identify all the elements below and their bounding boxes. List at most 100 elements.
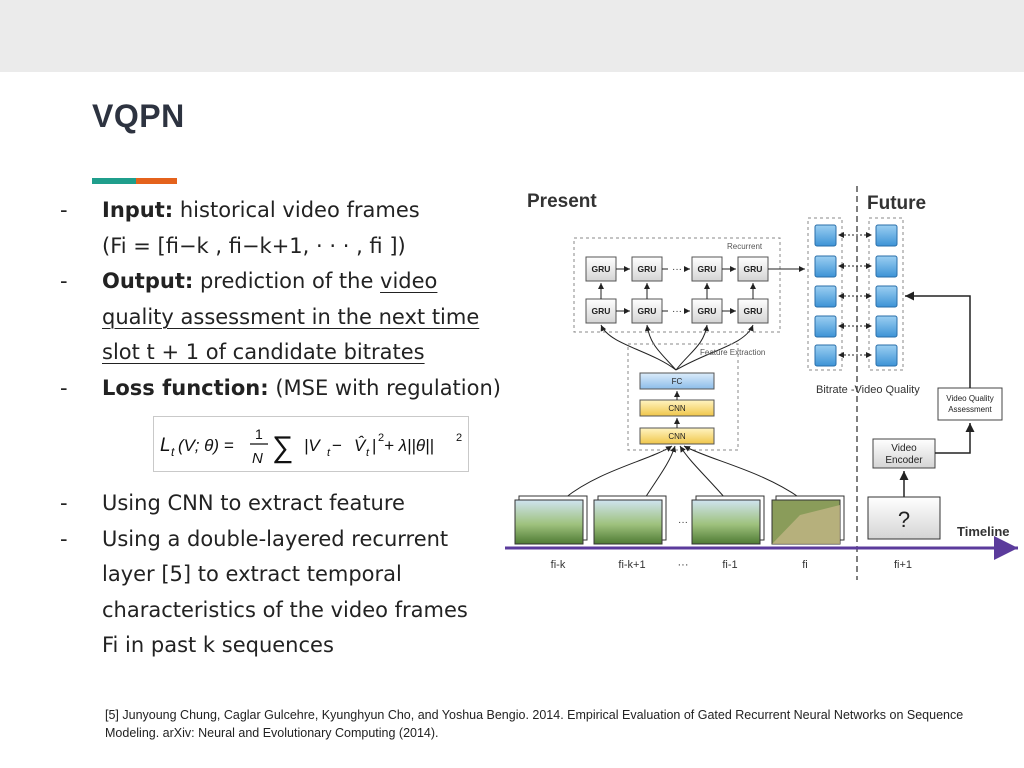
frame-label: fi+1 xyxy=(894,559,912,571)
gru-ellipsis: ··· xyxy=(672,264,682,275)
slide-title: VQPN xyxy=(92,98,185,134)
frame-label: fi xyxy=(802,559,808,571)
loss-formula: L t (V; θ) = 1 N ∑ |V t − V̂ t | 2 + λ||… xyxy=(153,416,469,472)
future-frame-question: ? xyxy=(898,507,910,532)
video-frame xyxy=(593,499,663,545)
bullet-list-bottom: - Using CNN to extract feature - Using a… xyxy=(60,486,520,664)
encoder-label-line1: Video xyxy=(891,443,917,454)
vqpn-architecture-diagram: Present Future Recurrent GRU GRU GRU GRU… xyxy=(505,180,1024,580)
citation-footnote: [5] Junyoung Chung, Caglar Gulcehre, Kyu… xyxy=(105,708,964,740)
bullet-label: Output: xyxy=(102,269,194,293)
cnn-label: CNN xyxy=(668,404,686,413)
bullet-text: Using CNN to extract feature xyxy=(102,491,405,515)
frame-stack xyxy=(514,495,588,545)
recurrent-label: Recurrent xyxy=(727,242,763,251)
bullet-text: historical video frames xyxy=(179,198,420,222)
formula-vhat-sub: t xyxy=(366,447,370,459)
formula-vhat: V̂ xyxy=(354,435,367,455)
frame-label: fi-k+1 xyxy=(618,559,645,571)
vqa-label-line2: Assessment xyxy=(948,405,992,414)
bullet-text: (MSE with regulation) xyxy=(275,375,501,400)
gru-ellipsis: ··· xyxy=(672,306,682,317)
bullet-label: Input: xyxy=(102,198,174,222)
formula-body: |V xyxy=(304,436,321,455)
feature-arrow xyxy=(600,324,677,371)
bullet-dash: - xyxy=(60,198,68,222)
fc-layer xyxy=(639,372,715,390)
cnn-label: CNN xyxy=(668,432,686,441)
gru-label: GRU xyxy=(744,306,763,316)
quality-cell xyxy=(814,344,837,367)
formula-sq2: 2 xyxy=(456,432,462,444)
gru-label: GRU xyxy=(744,264,763,274)
bullet-link-text[interactable]: slot t + 1 of candidate bitrates xyxy=(102,340,425,364)
frame-label: fi-k xyxy=(551,559,566,571)
bullet-text: characteristics of the video frames xyxy=(102,597,468,622)
bullet-dash: - xyxy=(60,375,68,400)
formula-reg: + λ||θ|| xyxy=(384,436,434,455)
formula-frac-den: N xyxy=(252,450,263,467)
bullet-continuation: quality assessment in the next time xyxy=(60,300,520,336)
formula-sum: ∑ xyxy=(272,431,293,464)
title-accent-orange xyxy=(136,178,177,184)
quality-cell xyxy=(814,285,837,308)
gru-label: GRU xyxy=(592,264,611,274)
gru-label: GRU xyxy=(638,306,657,316)
gru-label: GRU xyxy=(698,264,717,274)
future-frame xyxy=(867,496,941,540)
formula-body-sub: t xyxy=(327,447,331,459)
bullet-link-text[interactable]: quality assessment in the next time xyxy=(102,304,480,329)
frame-stack xyxy=(691,495,765,545)
frame-stack xyxy=(593,495,667,545)
bullet-text: prediction of the xyxy=(199,269,381,293)
bullet-dash: - xyxy=(60,491,68,515)
bullet-text: Fi in past k sequences xyxy=(102,633,334,657)
feature-arrow xyxy=(675,324,710,371)
formula-minus: − xyxy=(332,436,342,455)
bullet-recurrent: - Using a double-layered recurrent xyxy=(60,522,520,558)
frame-to-cnn-arrow xyxy=(679,445,726,499)
bullet-continuation: layer [5] to extract temporal xyxy=(60,557,520,593)
quality-cell xyxy=(875,224,898,247)
frame-to-cnn-arrow xyxy=(683,445,801,499)
present-label: Present xyxy=(527,191,597,212)
future-label: Future xyxy=(867,193,926,214)
video-frame xyxy=(514,499,584,545)
quality-cell xyxy=(875,285,898,308)
bullet-continuation: characteristics of the video frames xyxy=(60,593,520,629)
video-quality-assessment-box xyxy=(937,387,1003,421)
bullet-continuation: (Fi = [fi−k , fi−k+1, · · · , fi ]) xyxy=(60,229,520,265)
bullet-output: - Output: prediction of the video xyxy=(60,264,520,300)
bullet-cnn: - Using CNN to extract feature xyxy=(60,486,520,522)
formula-lhs: L xyxy=(160,435,171,456)
gru-label: GRU xyxy=(592,306,611,316)
gru-cell xyxy=(691,256,723,282)
video-frame xyxy=(691,499,761,545)
frame-label: fi-1 xyxy=(722,559,737,571)
bullet-link-text[interactable]: video xyxy=(380,269,438,293)
quality-cell xyxy=(875,315,898,338)
bullet-text: (Fi = [fi−k , fi−k+1, · · · , fi ]) xyxy=(102,233,406,258)
bullet-label: Loss function: xyxy=(102,375,269,400)
quality-cell xyxy=(875,255,898,278)
title-accent-teal xyxy=(92,178,136,184)
encoder-label-line2: Encoder xyxy=(885,455,923,466)
frame-label: ··· xyxy=(678,559,689,571)
vqa-label-line1: Video Quality xyxy=(946,394,993,403)
bullet-continuation: Fi in past k sequences xyxy=(60,628,520,664)
bitrate-video-quality-label: Bitrate -Video Quality xyxy=(816,384,920,396)
timeline-label: Timeline xyxy=(957,524,1010,539)
bullet-input: - Input: historical video frames xyxy=(60,193,520,229)
gru-cell xyxy=(585,298,617,324)
vqa-to-future-arrow xyxy=(905,291,971,388)
formula-body-end: | xyxy=(372,436,376,455)
gru-cell xyxy=(691,298,723,324)
bullet-text: Using a double-layered recurrent xyxy=(102,526,449,551)
top-banner xyxy=(0,0,1024,72)
frame-to-cnn-arrow xyxy=(644,445,677,499)
bullet-continuation: slot t + 1 of candidate bitrates xyxy=(60,335,520,371)
formula-lhs-sub: t xyxy=(171,445,175,459)
formula-frac-num: 1 xyxy=(255,426,263,442)
fc-label: FC xyxy=(672,377,683,386)
feature-arrow xyxy=(644,324,677,371)
